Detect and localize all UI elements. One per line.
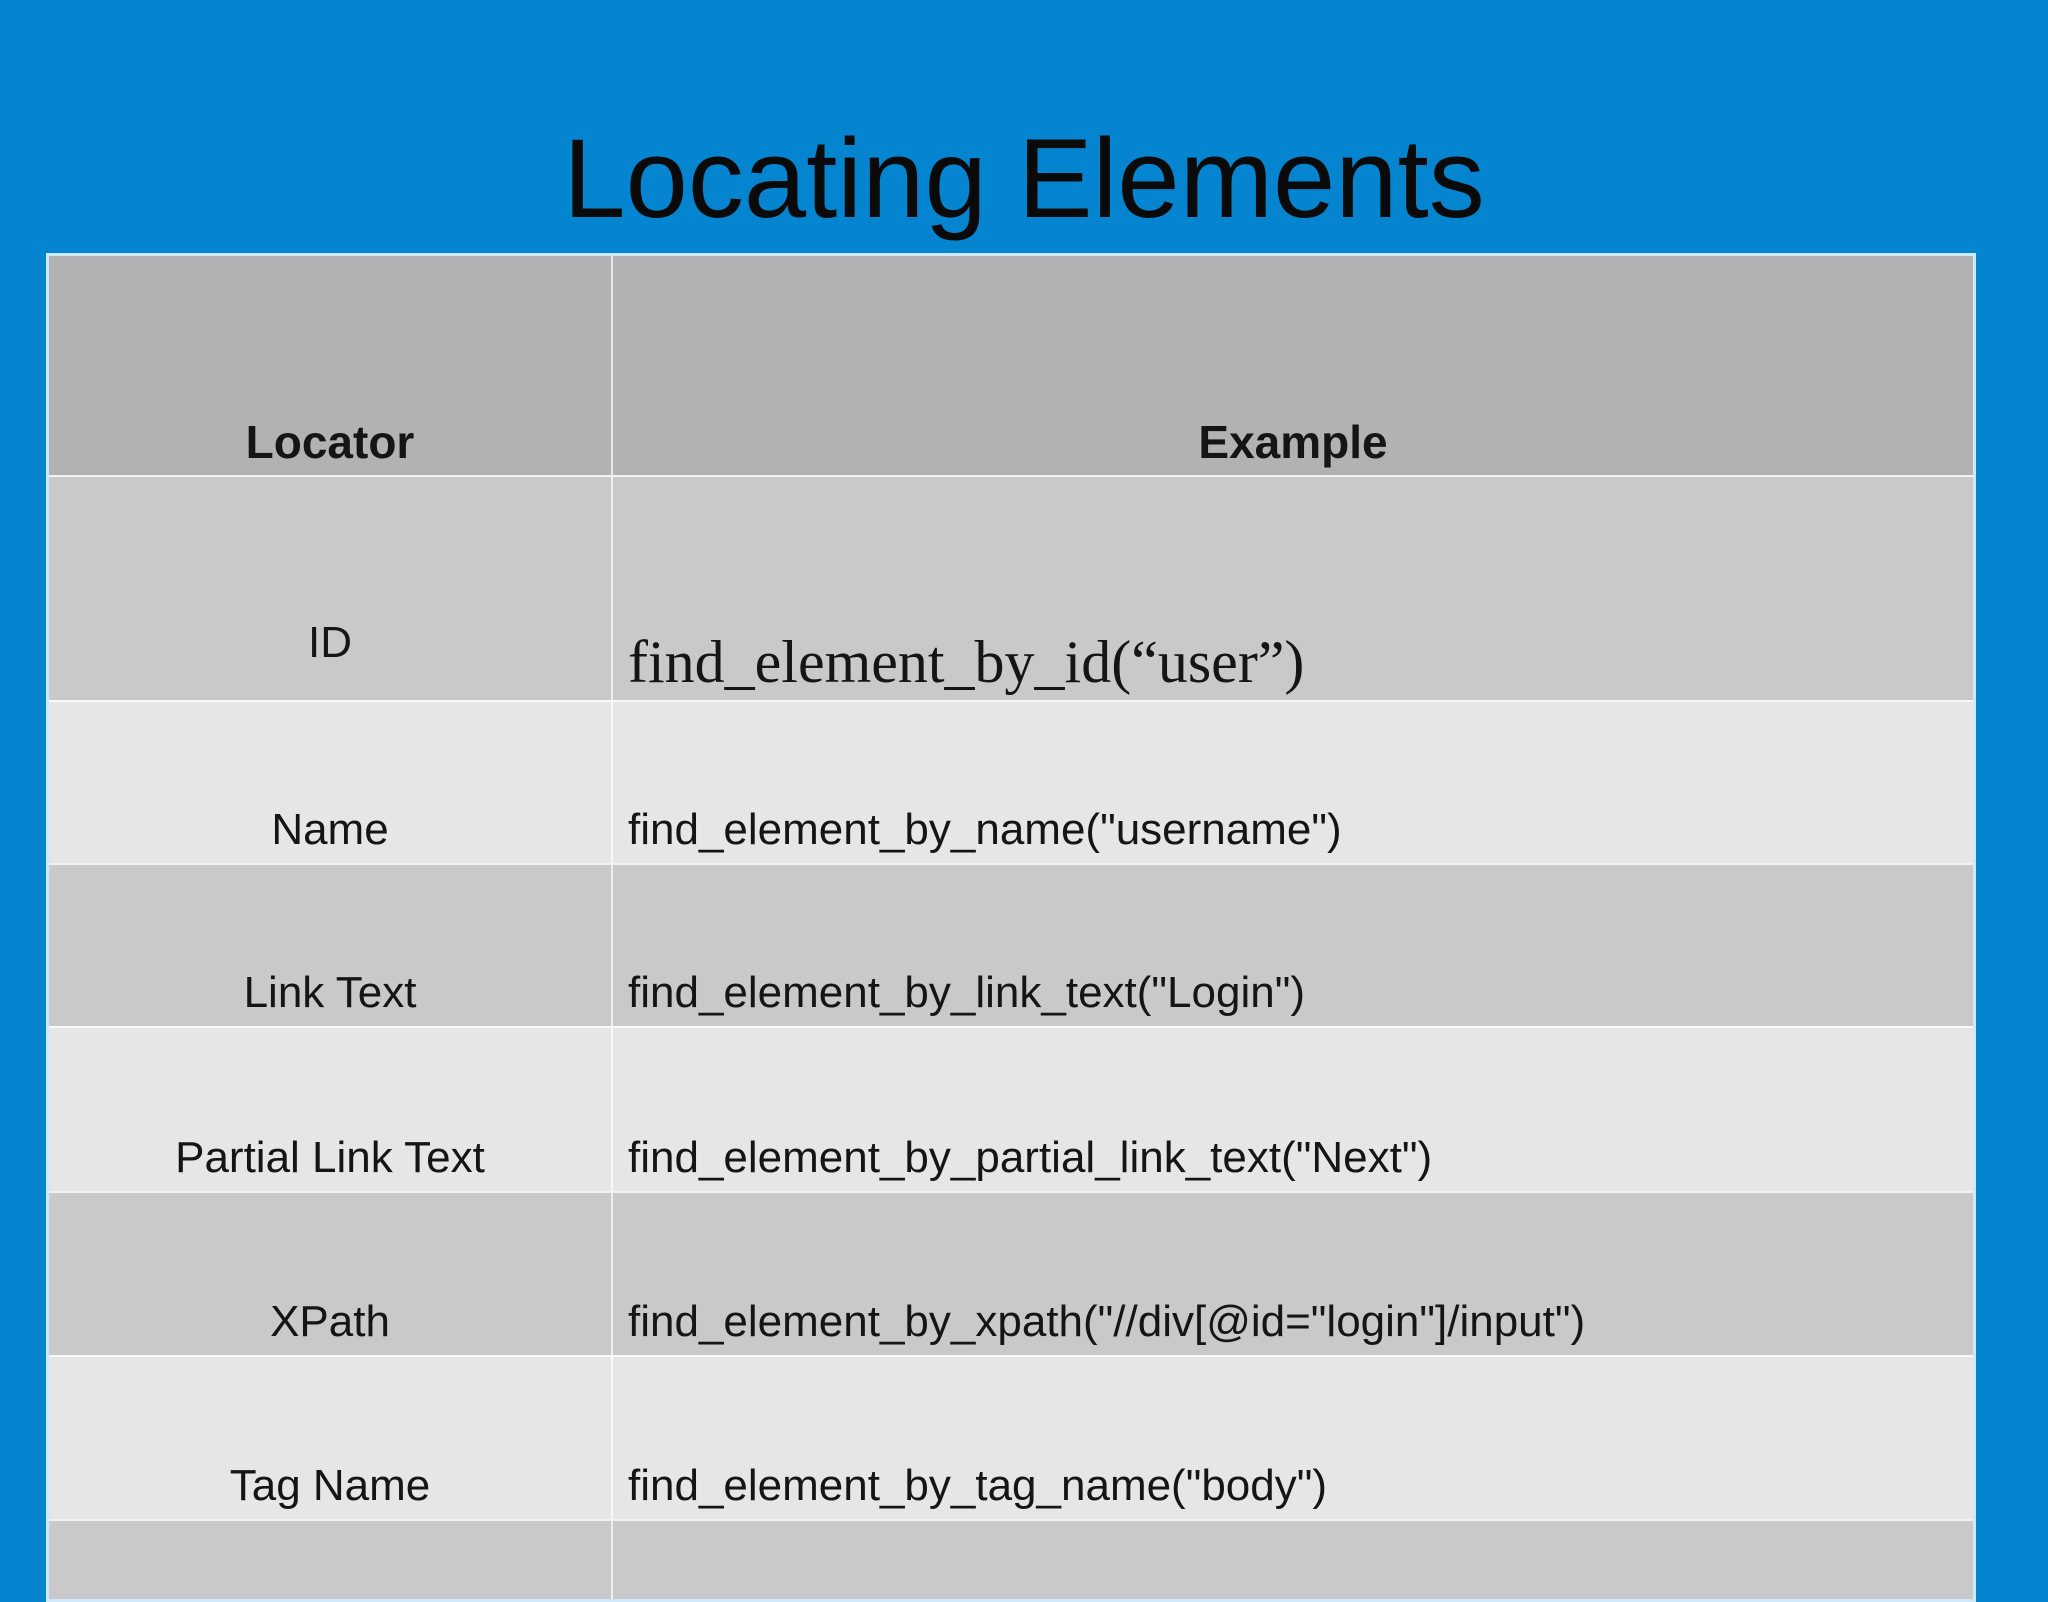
column-header-example-label: Example	[1198, 416, 1388, 468]
locator-label-tag-name: Tag Name	[229, 1461, 431, 1510]
slide-title: Locating Elements	[563, 116, 1485, 241]
table-row-id-example: find_element_by_id(“user”)	[611, 475, 1973, 700]
example-code-partial-link-text: find_element_by_partial_link_text("Next"…	[628, 1133, 1433, 1182]
table-row-name-locator: Name	[49, 700, 611, 863]
partial-next-row-example	[611, 1519, 1973, 1599]
table-row-tag-name-locator: Tag Name	[49, 1355, 611, 1519]
table-row-tag-name-example: find_element_by_tag_name("body")	[611, 1355, 1973, 1519]
column-header-example: Example	[611, 256, 1973, 475]
example-code-tag-name: find_element_by_tag_name("body")	[628, 1461, 1328, 1510]
locator-label-link-text: Link Text	[243, 968, 417, 1017]
column-header-locator: Locator	[49, 256, 611, 475]
locators-table: Locator Example ID find_element_by_id(“u…	[46, 253, 1976, 1602]
example-code-xpath: find_element_by_xpath("//div[@id="login"…	[628, 1297, 1586, 1346]
example-code-link-text: find_element_by_link_text("Login")	[628, 968, 1305, 1017]
example-code-name: find_element_by_name("username")	[628, 805, 1342, 854]
locator-label-partial-link-text: Partial Link Text	[175, 1133, 485, 1182]
table-row-xpath-example: find_element_by_xpath("//div[@id="login"…	[611, 1191, 1973, 1355]
column-header-locator-label: Locator	[245, 416, 415, 468]
table-row-partial-link-text-locator: Partial Link Text	[49, 1026, 611, 1191]
table-row-link-text-locator: Link Text	[49, 863, 611, 1026]
locator-label-id: ID	[308, 618, 352, 667]
table-row-id-locator: ID	[49, 475, 611, 700]
locator-label-name: Name	[271, 805, 389, 854]
partial-next-row-locator	[49, 1519, 611, 1599]
table-row-link-text-example: find_element_by_link_text("Login")	[611, 863, 1973, 1026]
table-row-xpath-locator: XPath	[49, 1191, 611, 1355]
example-code-id: find_element_by_id(“user”)	[628, 629, 1305, 695]
table-row-partial-link-text-example: find_element_by_partial_link_text("Next"…	[611, 1026, 1973, 1191]
slide: { "slide": { "title": "Locating Elements…	[46, 116, 1976, 1602]
locator-label-xpath: XPath	[270, 1297, 390, 1346]
table-row-name-example: find_element_by_name("username")	[611, 700, 1973, 863]
